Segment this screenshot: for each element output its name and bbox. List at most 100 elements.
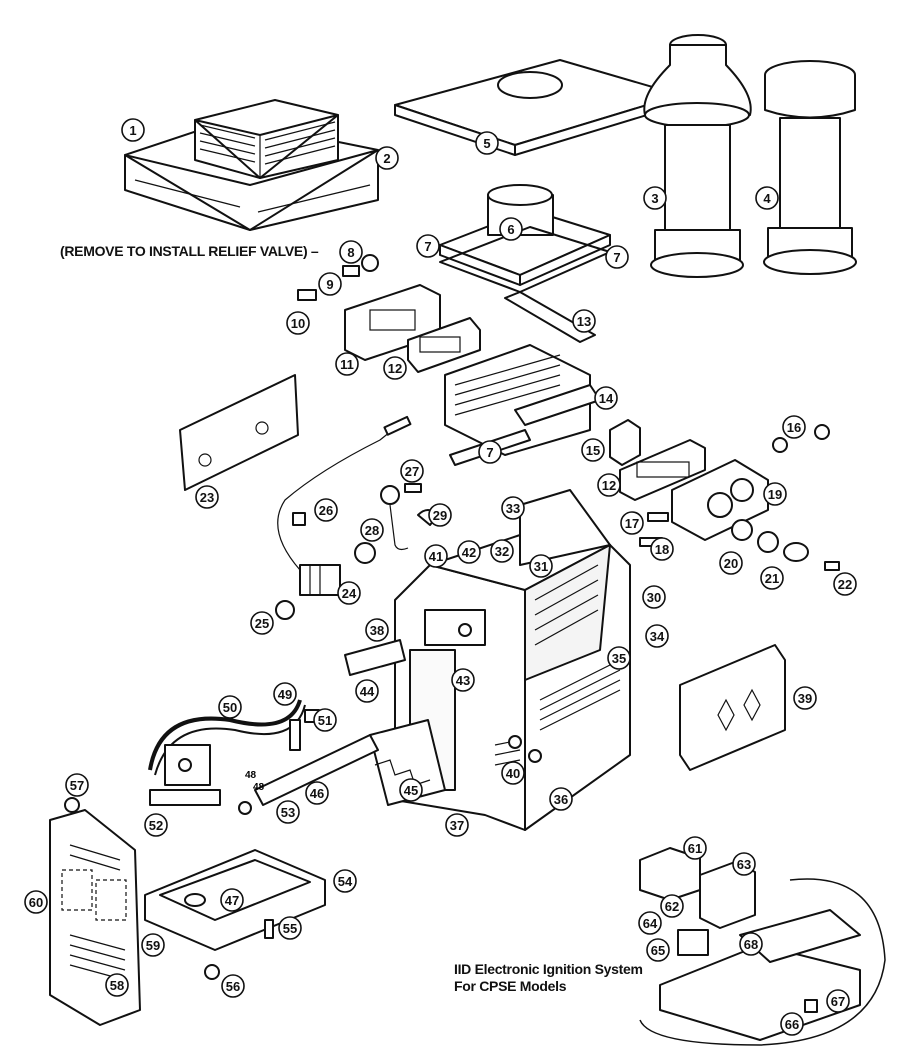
- callout-number: 33: [506, 501, 520, 516]
- part-fitting-16b: [814, 424, 830, 440]
- callout-number: 22: [838, 577, 852, 592]
- part-pipe-50: [148, 699, 302, 771]
- part-bracket-44: [344, 639, 406, 676]
- callout-68: 68: [739, 932, 763, 956]
- callout-number: 13: [577, 314, 591, 329]
- callout-number: 62: [665, 899, 679, 914]
- callout-number: 65: [651, 943, 665, 958]
- part-pin-55: [264, 919, 274, 939]
- callout-7: 7: [416, 234, 440, 258]
- callout-number: 26: [319, 503, 333, 518]
- callout-15: 15: [581, 438, 605, 462]
- callout-26: 26: [314, 498, 338, 522]
- part-gauge-28: [354, 542, 376, 564]
- callout-7: 7: [605, 245, 629, 269]
- callout-21: 21: [760, 566, 784, 590]
- callout-57: 57: [65, 773, 89, 797]
- callout-14: 14: [594, 386, 618, 410]
- part-heat-exchanger: [444, 344, 601, 466]
- part-screw-57: [64, 797, 80, 813]
- callout-58: 58: [105, 973, 129, 997]
- callout-number: 16: [787, 420, 801, 435]
- callout-65: 65: [646, 938, 670, 962]
- callout-number: 29: [433, 508, 447, 523]
- part-nut-56: [204, 964, 220, 980]
- callout-number: 7: [486, 445, 493, 460]
- callout-number: 31: [534, 559, 548, 574]
- callout-number: 4: [763, 191, 771, 206]
- callout-number: 40: [506, 766, 520, 781]
- callout-number: 11: [340, 357, 354, 372]
- part-bracket-15: [609, 419, 641, 466]
- callout-8: 8: [339, 240, 363, 264]
- callout-30: 30: [642, 585, 666, 609]
- callout-32: 32: [490, 539, 514, 563]
- part-bracket-66: [804, 999, 818, 1013]
- callout-53: 53: [276, 800, 300, 824]
- part-gas-valve-52: [149, 744, 221, 806]
- callout-number: 46: [310, 786, 324, 801]
- part-tray-45: [369, 719, 446, 806]
- callout-2: 2: [375, 146, 399, 170]
- part-fitting-16a: [772, 437, 788, 453]
- callout-number: 12: [602, 478, 616, 493]
- part-fitting-53: [238, 801, 252, 815]
- callout-50: 50: [218, 695, 242, 719]
- callout-number: 53: [281, 805, 295, 820]
- part-ignitor-65: [677, 929, 709, 956]
- callout-25: 25: [250, 611, 274, 635]
- callout-number: 39: [798, 691, 812, 706]
- callout-43: 43: [451, 668, 475, 692]
- callout-number: 25: [255, 616, 269, 631]
- sensor-probe: [383, 415, 412, 436]
- callout-number: 50: [223, 700, 237, 715]
- callout-31: 31: [529, 554, 553, 578]
- callout-number: 27: [405, 464, 419, 479]
- callout-number: 56: [226, 979, 240, 994]
- callout-number: 12: [388, 361, 402, 376]
- callout-60: 60: [24, 890, 48, 914]
- callout-number: 58: [110, 978, 124, 993]
- callout-number: 59: [146, 938, 160, 953]
- iid-title: IID Electronic Ignition System For CPSE …: [454, 961, 643, 995]
- callout-number: 6: [507, 222, 514, 237]
- callout-number: 15: [586, 443, 600, 458]
- part-side-panel-39: [679, 644, 786, 771]
- callout-20: 20: [719, 551, 743, 575]
- callout-number: 32: [495, 544, 509, 559]
- callout-41: 41: [424, 544, 448, 568]
- callout-number: 42: [462, 545, 476, 560]
- part-vent-stack-4: [763, 60, 857, 275]
- callout-4: 4: [755, 186, 779, 210]
- callout-number: 47: [225, 893, 239, 908]
- callout-number: 41: [429, 549, 443, 564]
- callout-3: 3: [643, 186, 667, 210]
- callout-number: 30: [647, 590, 661, 605]
- callout-22: 22: [833, 572, 857, 596]
- callout-19: 19: [763, 482, 787, 506]
- callout-1: 1: [121, 118, 145, 142]
- callout-number: 34: [650, 629, 665, 644]
- part-cabinet: [394, 489, 631, 831]
- callout-39: 39: [793, 686, 817, 710]
- callout-number: 1: [129, 123, 136, 138]
- callout-55: 55: [278, 916, 302, 940]
- part-transformer-24: [299, 564, 341, 596]
- callout-13: 13: [572, 309, 596, 333]
- label-48b: 48: [253, 782, 265, 793]
- part-rail-13: [504, 291, 596, 343]
- part-cap-25: [275, 600, 295, 620]
- callout-47: 47: [220, 888, 244, 912]
- callout-52: 52: [144, 813, 168, 837]
- callout-28: 28: [360, 518, 384, 542]
- part-gasket-12: [407, 317, 481, 373]
- part-top-panel: [394, 59, 681, 156]
- iid-title-line2: For CPSE Models: [454, 978, 567, 994]
- callout-34: 34: [645, 624, 669, 648]
- callout-number: 2: [383, 151, 390, 166]
- callout-number: 45: [404, 783, 418, 798]
- part-plug-21b: [783, 542, 809, 562]
- callout-number: 67: [831, 994, 845, 1009]
- iid-inset: [639, 847, 886, 1046]
